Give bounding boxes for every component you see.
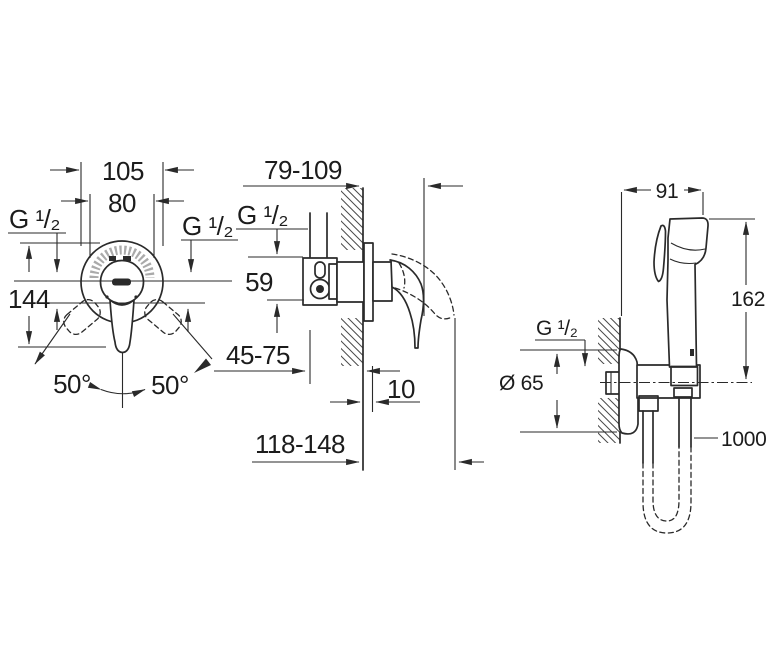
handle-slot: [112, 278, 131, 286]
dim-label-59: 59: [245, 267, 273, 297]
screw-dot: [134, 295, 138, 299]
handle-hub-circle: [99, 259, 145, 305]
dim-label-10: 10: [387, 374, 415, 404]
thread-label-left: G ¹/₂: [9, 204, 60, 234]
hand-shower-body: [666, 217, 709, 368]
thread-callout-left: G ¹/₂: [8, 204, 66, 330]
dim-flange-diameter: Ø 65: [499, 349, 617, 433]
angle-arrowhead: [194, 358, 211, 373]
screw-center: [316, 285, 324, 293]
dim-label-1000: 1000: [721, 428, 767, 451]
wall-hatching-upper: [598, 318, 620, 364]
wall-hatching-lower: [341, 318, 363, 366]
hose-nut-in-holder: [673, 387, 693, 398]
dim-head-width: 91: [620, 180, 704, 316]
angle-arc: [87, 381, 146, 398]
lever-raised-dashed-outer: [391, 253, 455, 316]
dim-port-spacing: 80: [61, 188, 184, 258]
hose-loop-dashed-outer: [642, 446, 692, 534]
mixer-body-section: [336, 261, 365, 303]
thread-label-side: G ¹/₂: [237, 200, 288, 230]
lever-position-right-dashed: [144, 299, 182, 335]
wall-hatching-upper: [341, 188, 363, 250]
lever-raised-dashed-inner: [394, 287, 453, 320]
thread-label-shower: G ¹/₂: [536, 317, 578, 340]
lever-raised-dashed-hub: [398, 262, 406, 289]
thread-label-right: G ¹/₂: [182, 211, 233, 241]
thread-callout-right: G ¹/₂: [181, 211, 238, 332]
lever-position-left-dashed: [63, 299, 101, 335]
thread-callout-side: G ¹/₂: [236, 200, 308, 230]
dim-plate-offset: 10: [330, 366, 420, 412]
holder-valve-body: [636, 364, 701, 399]
dim-lever-projection: 118-148: [252, 318, 484, 470]
lever-handle-side: [389, 259, 425, 349]
handle-hub-section: [372, 261, 393, 302]
handle-connector-knurl: [670, 365, 699, 387]
lever-handle-front: [109, 299, 135, 354]
dim-swing-angles: 50° 50°: [34, 313, 213, 408]
dim-label-118-148: 118-148: [255, 429, 345, 459]
hand-shower-view: 91 162 G ¹/₂ Ø 65 1000: [499, 180, 767, 534]
union-nut: [328, 263, 338, 300]
dim-head-height: 162: [709, 218, 765, 380]
escutcheon-plate-section: [363, 242, 374, 322]
handle-hook-nub: [690, 349, 694, 356]
dim-label-d65: Ø 65: [499, 372, 543, 395]
head-neck-line: [669, 258, 697, 265]
dim-label-162: 162: [731, 288, 765, 311]
trigger-lever: [653, 224, 667, 283]
hose-loop-dashed-inner: [652, 446, 680, 522]
angle-label-right: 50°: [151, 370, 189, 400]
dim-label-144: 144: [8, 284, 50, 314]
dim-hose-length: 1000: [694, 428, 767, 451]
head-neck-line: [670, 242, 706, 251]
hub-detail-mark: [109, 256, 116, 261]
thread-callout-shower: G ¹/₂: [535, 317, 589, 367]
dim-label-80: 80: [108, 188, 136, 218]
dim-label-105: 105: [102, 156, 144, 186]
screw-dot: [105, 295, 109, 299]
wall-flange: [618, 348, 639, 435]
dim-projection: 79-109: [243, 155, 463, 316]
dim-label-91: 91: [656, 180, 679, 203]
wall-hatching-lower: [598, 398, 620, 443]
dim-port-height: 59: [245, 229, 304, 333]
angle-label-left: 50°: [53, 369, 91, 399]
elbow-slot-detail: [314, 261, 326, 279]
side-section-view: 79-109 G ¹/₂ 59 45-75 10: [214, 155, 484, 471]
hub-detail-mark: [123, 256, 131, 261]
dim-label-45-75: 45-75: [226, 340, 290, 370]
dim-mounting-depth: 45-75: [214, 330, 400, 384]
dim-overall-height: 144: [8, 242, 106, 348]
front-view-mixer: 105 80 G ¹/₂ G ¹/₂: [8, 156, 238, 408]
outlet-nut-knurl: [638, 395, 659, 412]
dim-label-79-109: 79-109: [264, 155, 342, 185]
